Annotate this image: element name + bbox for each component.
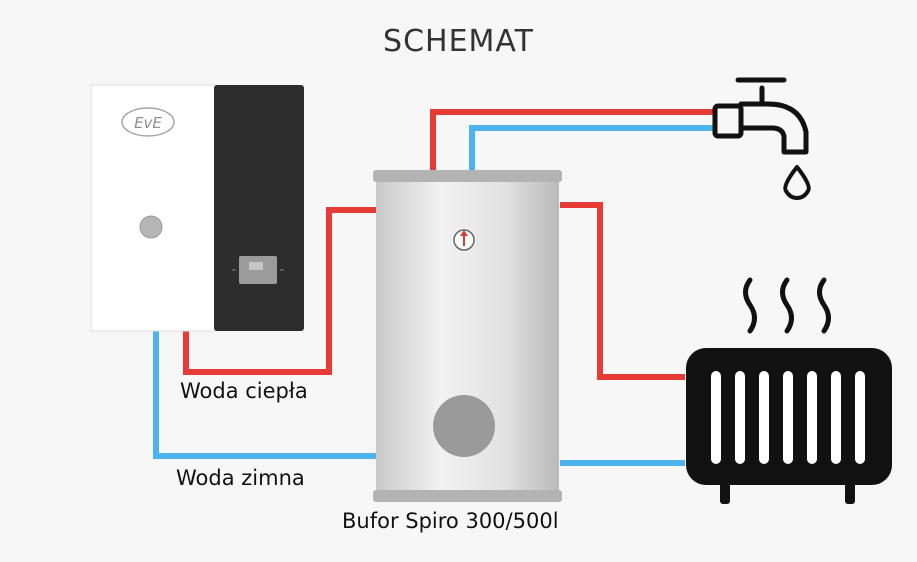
boiler-front-panel — [90, 84, 217, 332]
boiler-display-screen — [249, 262, 263, 270]
water-drop-icon — [783, 165, 811, 200]
buffer-tank — [373, 170, 562, 502]
tank-inspection-port — [433, 395, 495, 457]
cold-water-label: Woda zimna — [176, 466, 305, 490]
cold-pipe-buffer-to-faucet — [469, 125, 715, 172]
hot-pipe-buffer-to-radiator — [560, 202, 685, 380]
boiler-logo: EvE — [134, 114, 162, 132]
hot-pipe-buffer-to-faucet — [430, 109, 715, 172]
hot-pipe-boiler-to-buffer — [183, 207, 376, 375]
cold-pipe-boiler-to-buffer — [153, 330, 376, 459]
buffer-label: Bufor Spiro 300/500l — [342, 509, 559, 533]
boiler: EvE — [90, 84, 304, 332]
thermometer-icon — [453, 229, 475, 251]
cold-water-pipes — [153, 125, 715, 466]
hot-water-pipes — [183, 109, 715, 380]
faucet-icon — [712, 77, 809, 155]
boiler-knob — [139, 215, 163, 239]
hot-water-label: Woda ciepła — [180, 379, 308, 403]
tank-bottom-cap — [373, 490, 562, 502]
tank-top-cap — [373, 170, 562, 182]
heat-waves-icon — [743, 277, 831, 334]
diagram-title: SCHEMAT — [383, 24, 534, 59]
boiler-logo-badge — [121, 107, 175, 137]
boiler-dark-panel — [214, 85, 304, 331]
radiator-icon — [686, 348, 892, 504]
